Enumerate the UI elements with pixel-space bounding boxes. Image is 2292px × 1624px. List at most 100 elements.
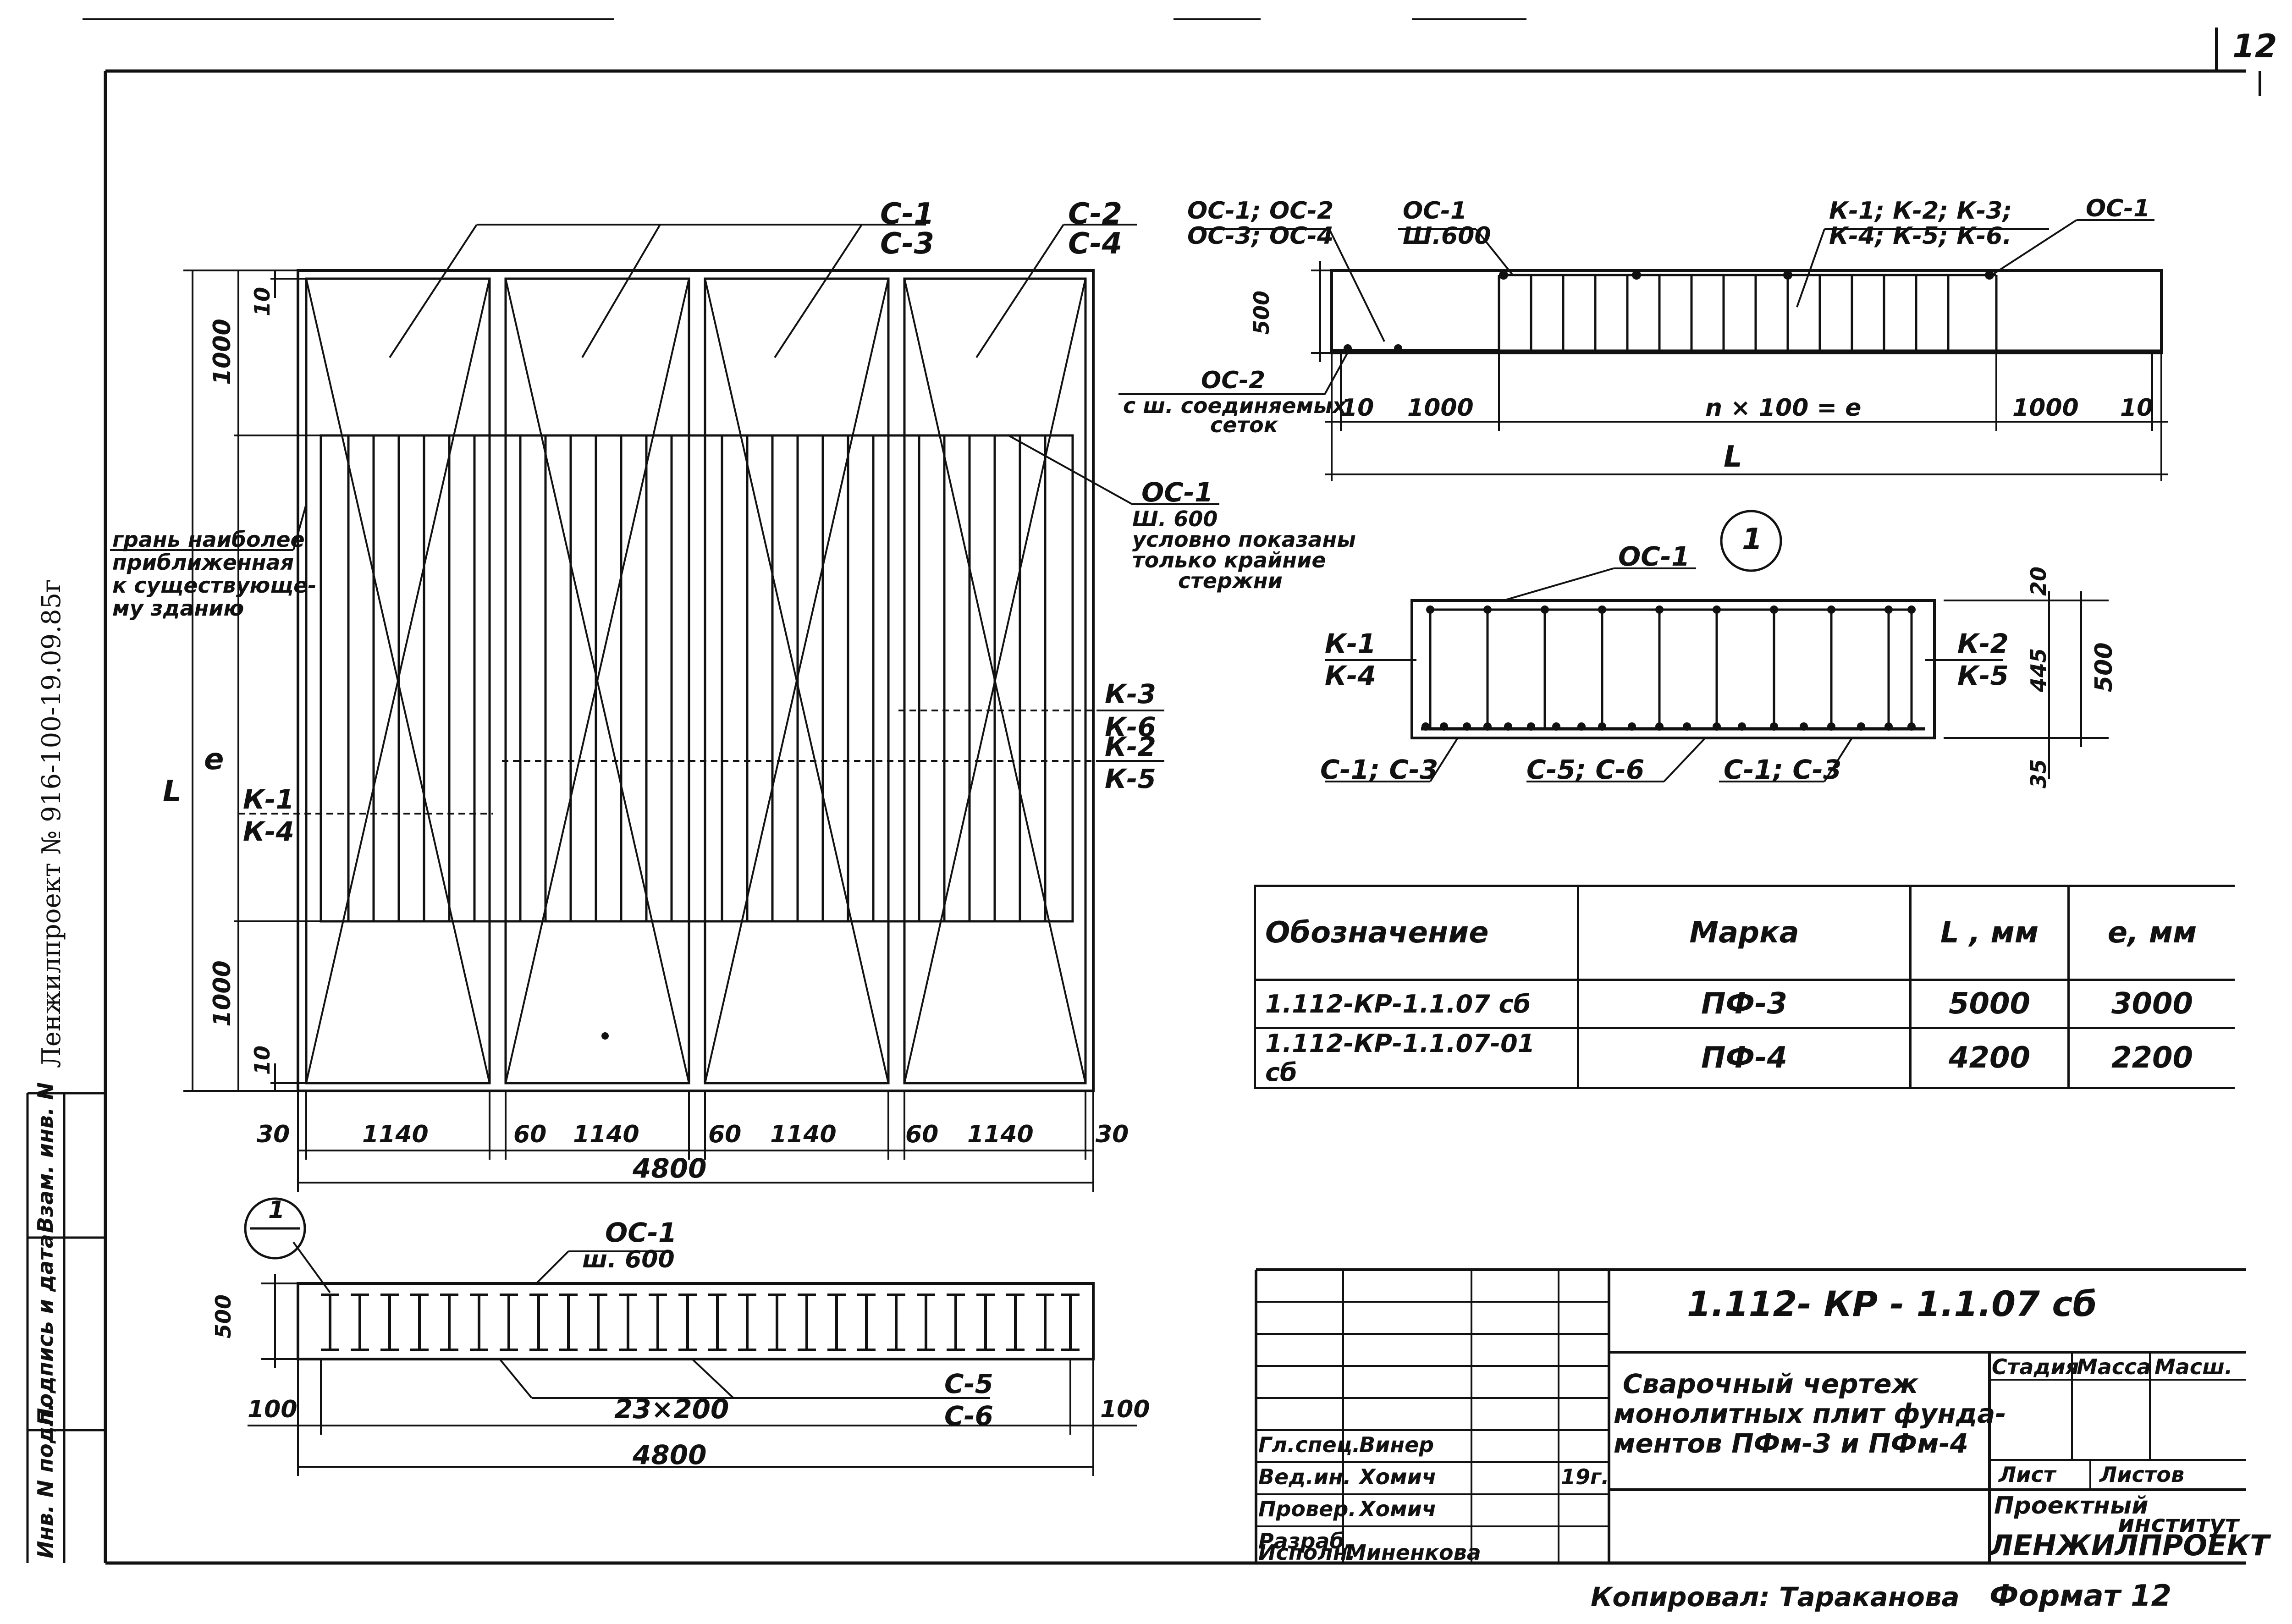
sheet-label: Лист bbox=[1999, 1462, 2056, 1487]
plan-dim-10-bot: 10 bbox=[250, 1045, 275, 1075]
section-top-height: 500 bbox=[1249, 290, 1274, 335]
elevation-total: 4800 bbox=[633, 1439, 707, 1470]
elevation-c6: С-6 bbox=[944, 1400, 993, 1431]
plan-bottom-dim-60-b: 60 bbox=[708, 1121, 742, 1148]
plan-total-dim: 4800 bbox=[633, 1153, 707, 1184]
plan-bottom-dim-1140-d: 1140 bbox=[967, 1121, 1034, 1148]
face-note-3: му зданию bbox=[112, 596, 244, 621]
section1-os1: ОС-1 bbox=[1618, 541, 1690, 572]
plan-dim-1000-bot: 1000 bbox=[209, 960, 236, 1027]
section-top-os2-note-1: с ш. соединяемых bbox=[1123, 393, 1346, 418]
section1-marker: 1 bbox=[1742, 523, 1763, 556]
role-label: Исполн. bbox=[1258, 1540, 1356, 1565]
section-top-dim-10-right: 10 bbox=[2120, 394, 2154, 422]
role-label: Разраб. bbox=[1258, 1529, 1353, 1553]
plan-os1-note-0: Ш. 600 bbox=[1132, 506, 1218, 531]
face-note-0: грань наиболее bbox=[112, 527, 305, 552]
spec-header-designation: Обозначение bbox=[1254, 885, 1579, 981]
spec-row: 1.112-КР-1.1.07-01 сб ПФ-4 4200 2200 bbox=[1254, 1027, 2235, 1089]
institute-line-2: ЛЕНЖИЛПРОЕКТ bbox=[1989, 1529, 2270, 1562]
spec-cell-e: 2200 bbox=[2067, 1027, 2235, 1089]
section1-dim-35: 35 bbox=[2026, 759, 2051, 788]
section1-dim-500: 500 bbox=[2090, 642, 2118, 692]
plan-mesh-label-c1: С-1 bbox=[880, 197, 935, 231]
plan-bottom-dim-60-a: 60 bbox=[513, 1121, 547, 1148]
elevation-c5: С-5 bbox=[944, 1368, 993, 1399]
section-top-dim-1000-left: 1000 bbox=[1407, 394, 1474, 422]
elevation-sh600: ш. 600 bbox=[582, 1246, 675, 1273]
plan-bottom-dim-60-c: 60 bbox=[905, 1121, 939, 1148]
section-top-dim-1000-right: 1000 bbox=[2012, 394, 2079, 422]
footer-format: Формат 12 bbox=[1989, 1579, 2172, 1613]
spec-cell-designation: 1.112-КР-1.1.07 сб bbox=[1254, 979, 1579, 1029]
spec-cell-designation: 1.112-КР-1.1.07-01 сб bbox=[1254, 1027, 1579, 1089]
plan-bottom-dim-1140-a: 1140 bbox=[362, 1121, 429, 1148]
section-top-os1-right: ОС-1 bbox=[2086, 195, 2150, 222]
section1-k5: К-5 bbox=[1957, 660, 2009, 691]
plan-os1-label: ОС-1 bbox=[1141, 477, 1213, 508]
stage-header-massa: Масса bbox=[2077, 1354, 2151, 1379]
elevation-marker: 1 bbox=[268, 1196, 285, 1224]
role-label: Провер. bbox=[1258, 1497, 1356, 1521]
elevation-os1: ОС-1 bbox=[605, 1217, 677, 1248]
section-top-dim-n100: n × 100 = e bbox=[1705, 394, 1862, 422]
section1-bottom-c1-c3-left: С-1; С-3 bbox=[1320, 754, 1438, 785]
role-label: Вед.ин. bbox=[1258, 1464, 1351, 1489]
title-line-0: Сварочный чертеж bbox=[1623, 1368, 1918, 1399]
section1-k1: К-1 bbox=[1325, 628, 1376, 659]
section-top-k-list-1: К-1; К-2; К-3; bbox=[1829, 197, 2012, 225]
elevation-dim-100-right: 100 bbox=[1100, 1396, 1150, 1423]
section-top-os2-note-2: сеток bbox=[1210, 413, 1278, 437]
elevation-dim-100-left: 100 bbox=[248, 1396, 298, 1423]
stamp-vzam-label: Взам. инв. N bbox=[33, 1082, 58, 1233]
spec-cell-mark: ПФ-3 bbox=[1577, 979, 1912, 1029]
role-date: 19г. bbox=[1561, 1464, 1609, 1489]
side-archive-text: Ленжилпроект № 916-100-19.09.85г bbox=[37, 579, 66, 1068]
stamp-inv-label: Инв. N подл. bbox=[33, 1403, 58, 1558]
plan-dim-e: e bbox=[204, 743, 224, 776]
spec-header-L: L , мм bbox=[1909, 885, 2070, 981]
section-top-total-L: L bbox=[1724, 440, 1742, 474]
plan-dim-1000-top: 1000 bbox=[209, 319, 236, 385]
title-code: 1.112- КР - 1.1.07 сб bbox=[1687, 1283, 2097, 1324]
face-note-1: приближенная bbox=[112, 550, 294, 575]
plan-os1-note-1: условно показаны bbox=[1132, 527, 1356, 552]
section-top-os2-note-0: ОС-2 bbox=[1201, 367, 1266, 394]
section1-k4: К-4 bbox=[1325, 660, 1376, 691]
plan-k5-label: К-5 bbox=[1105, 763, 1156, 794]
role-name: Винер bbox=[1359, 1432, 1434, 1457]
stamp-sign-label: Подпись и дата bbox=[33, 1234, 58, 1426]
section1-dim-20: 20 bbox=[2026, 566, 2051, 596]
stage-header-masht: Масш. bbox=[2154, 1354, 2233, 1379]
plan-os1-note-3: стержни bbox=[1178, 568, 1283, 593]
footer-copied: Копировал: Тараканова bbox=[1591, 1581, 1960, 1613]
spec-cell-L: 5000 bbox=[1909, 979, 2070, 1029]
spec-cell-e: 3000 bbox=[2067, 979, 2235, 1029]
title-line-2: ментов ПФм-3 и ПФм-4 bbox=[1614, 1428, 1968, 1459]
section-top-sh600: Ш.600 bbox=[1403, 222, 1491, 250]
plan-mesh-label-c4: С-4 bbox=[1068, 227, 1123, 261]
sheet-number: 12 bbox=[2232, 28, 2277, 65]
section-top-os1-os2: ОС-1; ОС-2 bbox=[1187, 197, 1334, 225]
plan-bottom-dim-30-right: 30 bbox=[1096, 1121, 1129, 1148]
plan-bottom-dim-30-left: 30 bbox=[257, 1121, 290, 1148]
plan-k6-label: К-6 bbox=[1105, 711, 1156, 743]
institute-line-1: институт bbox=[2118, 1510, 2239, 1538]
spec-table: Обозначение Марка L , мм e, мм 1.112-КР-… bbox=[1254, 885, 2235, 1089]
spec-cell-L: 4200 bbox=[1909, 1027, 2070, 1089]
section-top-os1-mid: ОС-1 bbox=[1403, 197, 1467, 225]
spec-header-mark: Марка bbox=[1577, 885, 1912, 981]
plan-bottom-dim-1140-c: 1140 bbox=[770, 1121, 837, 1148]
plan-dim-10-top: 10 bbox=[250, 286, 275, 316]
elevation-height: 500 bbox=[211, 1294, 236, 1338]
role-label: Гл.спец. bbox=[1258, 1432, 1361, 1457]
role-name: Хомич bbox=[1359, 1464, 1437, 1489]
spec-cell-mark: ПФ-4 bbox=[1577, 1027, 1912, 1089]
plan-k3-label: К-3 bbox=[1105, 678, 1156, 710]
section1-bottom-c1-c3-right: С-1; С-3 bbox=[1724, 754, 1842, 785]
plan-mesh-label-c2: С-2 bbox=[1068, 197, 1123, 231]
title-line-1: монолитных плит фунда- bbox=[1614, 1398, 2006, 1429]
sheets-label: Листов bbox=[2099, 1462, 2185, 1487]
plan-mesh-label-c3: С-3 bbox=[880, 227, 935, 261]
